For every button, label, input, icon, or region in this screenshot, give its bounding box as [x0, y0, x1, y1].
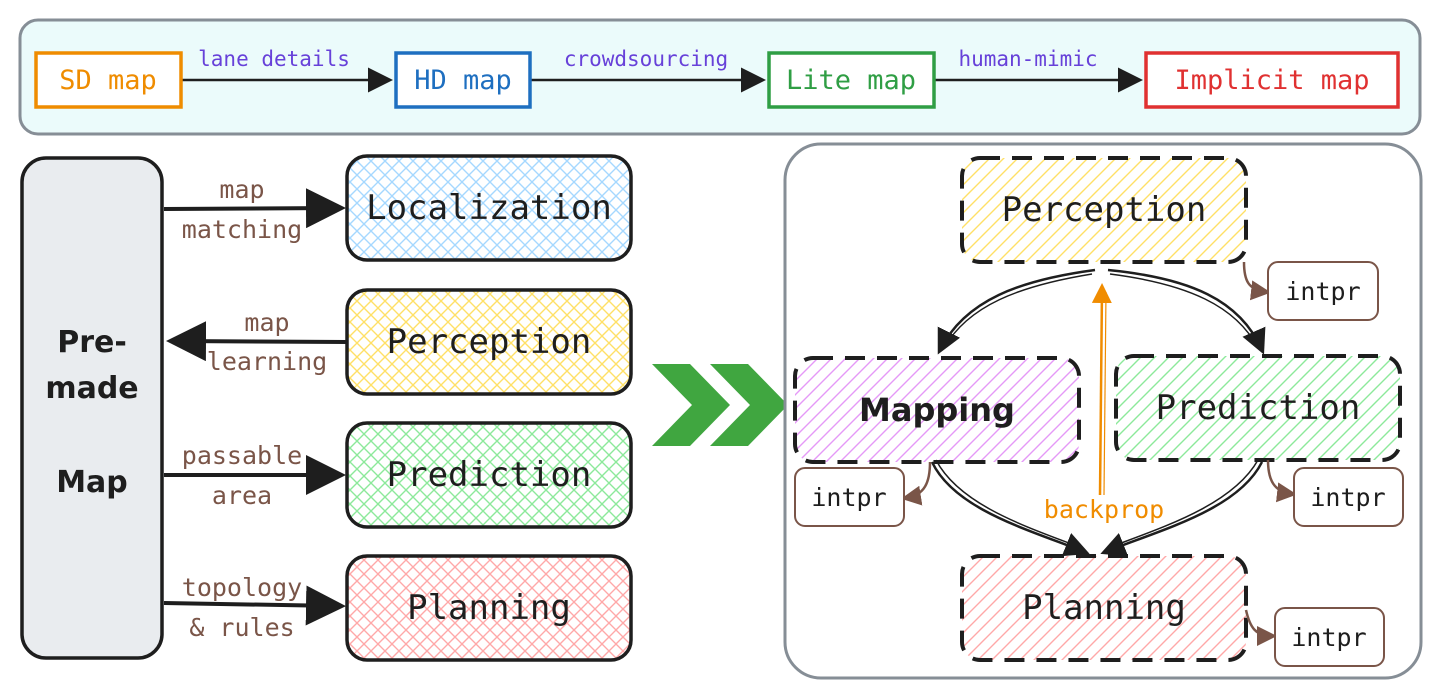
planning-node-label: Planning — [1022, 588, 1186, 628]
edge-label-crowdsourcing: crowdsourcing — [564, 47, 728, 71]
prediction-node-label: Prediction — [1156, 388, 1361, 428]
chevron-2 — [710, 364, 788, 446]
planning-box-left — [345, 554, 633, 662]
sd-map-box — [34, 51, 183, 109]
sd-map-label: SD map — [59, 65, 157, 96]
arrow-map-learning — [166, 321, 348, 362]
premade-map-pipeline: Pre- made Map Localization Perception Pr… — [20, 154, 633, 662]
backprop-label: backprop — [1044, 495, 1164, 524]
connector-mapping-intpr — [901, 461, 932, 506]
planning-label-left: Planning — [407, 588, 571, 628]
arrow-perception-mapping-sketch — [943, 273, 1093, 349]
arrow-prediction-planning-sketch — [1107, 459, 1259, 549]
connector-perception-intpr — [1242, 261, 1271, 301]
transition-chevrons-icon — [652, 364, 788, 446]
perception-intpr-box — [1267, 261, 1379, 321]
lite-map-label: Lite map — [786, 65, 916, 96]
end-to-end-panel-bg — [783, 142, 1423, 680]
end-to-end-pipeline: backprop Perception Mapping Prediction P… — [783, 142, 1423, 680]
edge-label-map-learning-2: learning — [207, 347, 327, 376]
implicit-map-box — [1144, 51, 1400, 109]
edge-label-map-learning-1: map — [244, 308, 289, 337]
perception-label-left: Perception — [387, 322, 592, 362]
arrow-prediction-planning — [1100, 461, 1264, 557]
hd-map-box — [394, 51, 532, 109]
mapping-node-label: Mapping — [859, 391, 1015, 429]
perception-node — [960, 156, 1248, 264]
implicit-map-label: Implicit map — [1174, 65, 1369, 96]
premade-map-box — [20, 156, 164, 660]
map-evolution-panel-bg — [18, 18, 1422, 136]
arrow-topology-rules — [163, 585, 346, 626]
prediction-label-left: Prediction — [387, 455, 592, 495]
mapping-node — [793, 356, 1081, 464]
edge-label-topology-rules-2: & rules — [189, 613, 294, 642]
planning-intpr-label: intpr — [1291, 623, 1366, 652]
connector-prediction-intpr — [1266, 459, 1297, 503]
prediction-intpr-box — [1293, 467, 1404, 527]
edge-label-lane-details: lane details — [198, 47, 350, 71]
arrow-perception-mapping — [937, 268, 1096, 355]
premade-map-line-3: Map — [56, 465, 128, 500]
edge-label-passable-area-2: area — [212, 481, 272, 510]
planning-node — [960, 554, 1248, 662]
prediction-intpr-label: intpr — [1310, 483, 1385, 512]
arrow-map-matching — [163, 188, 346, 229]
edge-label-topology-rules-1: topology — [182, 573, 302, 602]
map-evolution-panel: lane details crowdsourcing human-mimic S… — [18, 18, 1422, 136]
edge-label-human-mimic: human-mimic — [958, 47, 1097, 71]
arrow-perception-prediction — [1107, 268, 1266, 355]
edge-label-map-matching-1: map — [219, 175, 264, 204]
prediction-box-left — [345, 421, 633, 529]
connector-planning-intpr — [1244, 609, 1277, 646]
premade-map-line-1: Pre- — [57, 325, 127, 360]
mapping-intpr-label: intpr — [811, 483, 886, 512]
planning-intpr-box — [1274, 607, 1385, 667]
localization-box — [345, 154, 633, 262]
hd-map-label: HD map — [414, 65, 512, 96]
lite-map-box — [767, 51, 936, 109]
prediction-node — [1114, 354, 1402, 462]
localization-label: Localization — [366, 188, 612, 228]
arrow-mapping-planning-sketch — [935, 459, 1083, 549]
perception-node-label: Perception — [1002, 190, 1207, 230]
perception-intpr-label: intpr — [1285, 277, 1360, 306]
edge-label-map-matching-2: matching — [182, 215, 302, 244]
arrow-backprop — [1091, 283, 1112, 496]
arrow-mapping-planning — [930, 461, 1090, 557]
chevron-1 — [652, 364, 730, 446]
edge-label-passable-area-1: passable — [182, 441, 302, 470]
mapping-intpr-box — [794, 467, 905, 527]
arrow-backprop-sketch — [1103, 291, 1107, 496]
premade-map-line-2: made — [45, 371, 138, 406]
arrow-perception-prediction-sketch — [1109, 273, 1259, 349]
